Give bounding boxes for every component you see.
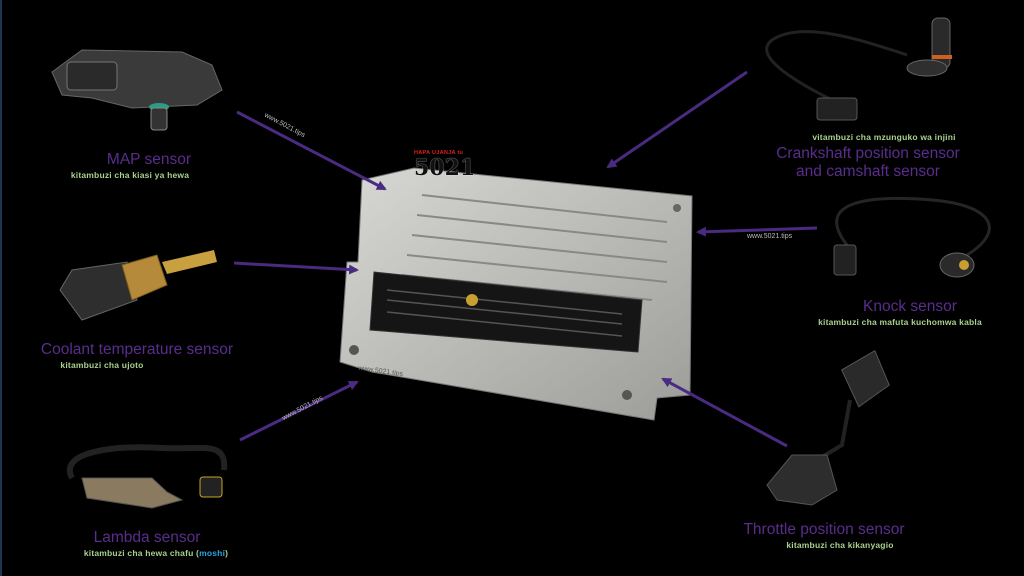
knock-sensor-image [833,196,991,278]
map-sensor-subtitle: kitambuzi cha kiasi ya hewa [70,170,190,180]
map-sensor-image [51,49,223,131]
arrow-knock [696,226,818,237]
arrow-throttle [661,377,788,448]
subtitle-text: kitambuzi cha hewa chafu ( [83,548,200,558]
arrows [233,70,818,448]
throttle-sensor-subtitle: kitambuzi cha kikanyagio [786,540,894,550]
logo-number: 5021 [414,155,476,181]
map-sensor-title: MAP sensor [106,151,192,168]
coolant-sensor-subtitle: kitambuzi cha ujoto [60,360,144,370]
arrow-crankshaft [606,70,748,169]
logo-tagline: HAPA UJANJA tu [414,150,464,156]
title-line-2: and camshaft sensor [796,163,940,180]
watermark: www.5021.tips [747,233,793,240]
crankshaft-sensor-subtitle: vitambuzi cha mzunguko wa injini [812,132,956,142]
arrow-coolant [233,261,359,275]
throttle-sensor-image [766,349,890,506]
subtitle-text: ) [225,548,229,558]
title-line-1: Crankshaft position sensor [776,145,960,162]
lambda-sensor-title: Lambda sensor [93,529,201,546]
ecu-module [339,167,693,421]
coolant-sensor-image [59,250,217,321]
arrow-map [236,110,387,191]
throttle-sensor-title: Throttle position sensor [743,521,905,538]
knock-sensor-subtitle: kitambuzi cha mafuta kuchomwa kabla [818,317,982,327]
brand-logo: HAPA UJANJA tu 5021 [414,150,475,179]
lambda-sensor-subtitle: kitambuzi cha hewa chafu (moshi) [84,548,228,558]
knock-sensor-title: Knock sensor [863,298,957,315]
subtitle-highlight: moshi [199,548,226,558]
coolant-sensor-title: Coolant temperature sensor [40,341,234,358]
crankshaft-sensor-image [765,17,952,121]
arrow-lambda [239,380,359,442]
lambda-sensor-image [66,444,228,509]
